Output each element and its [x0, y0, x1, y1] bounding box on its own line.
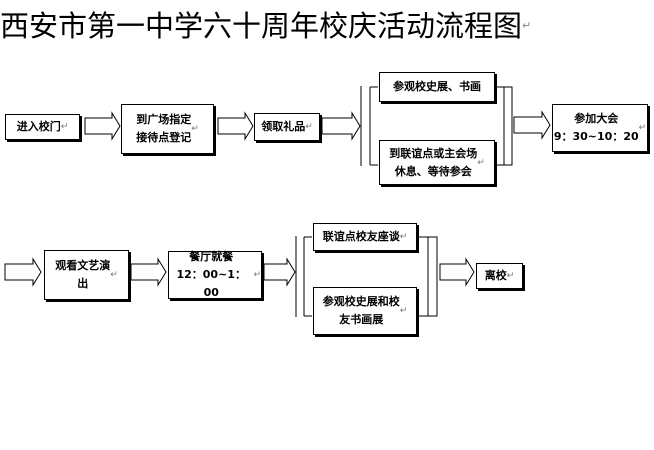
arrow-start-to-show	[4, 257, 42, 287]
step-get-gift: 领取礼品↵	[254, 113, 320, 141]
step-visit-exhibit: 参观校史展和校 友书画展↵	[313, 287, 417, 335]
arrow-merge-to-assembly	[513, 110, 551, 140]
arrow-register-to-gift	[217, 111, 254, 141]
step-lunch: 餐厅就餐 12：00~1：00↵	[168, 250, 262, 299]
step-enter-gate: 进入校门↵	[5, 114, 80, 140]
step-watch-show: 观看文艺演 出↵	[44, 250, 129, 300]
step-assembly: 参加大会 9：30~10：20↵	[552, 104, 648, 152]
step-rest-wait: 到联谊点或主会场 休息、等待参会↵	[379, 140, 495, 185]
step-leave: 离校↵	[476, 263, 523, 289]
arrow-merge-to-leave	[439, 257, 475, 287]
arrow-lunch-to-branch	[263, 257, 296, 287]
branch-split-1	[369, 86, 378, 166]
arrow-gift-to-branch	[321, 111, 361, 141]
branch-split-2	[303, 236, 312, 317]
paragraph-mark: ↵	[522, 19, 532, 32]
step-alumni-talk: 联谊点校友座谈↵	[313, 223, 417, 251]
step-register: 到广场指定 接待点登记↵	[121, 104, 214, 154]
step-visit-history: 参观校史展、书画	[379, 72, 495, 102]
arrow-gate-to-register	[84, 111, 121, 141]
page-title: 西安市第一中学六十周年校庆活动流程图↵	[0, 9, 532, 43]
arrow-show-to-lunch	[130, 257, 167, 287]
